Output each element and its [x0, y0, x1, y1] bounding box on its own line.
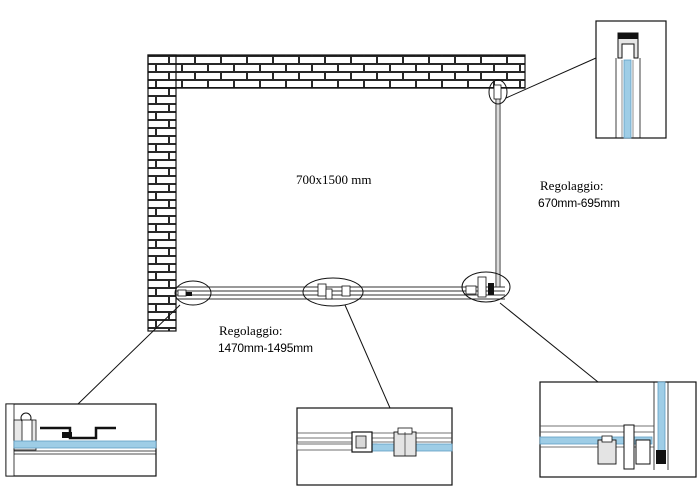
detail-box-wall-fixing — [5, 403, 157, 477]
brick-wall — [147, 54, 526, 332]
adjust-right-range: 670mm-695mm — [538, 196, 620, 210]
detail-box-wall-profile — [595, 20, 667, 139]
adjust-bottom-range: 1470mm-1495mm — [218, 341, 313, 355]
detail-marker-top-right — [488, 79, 508, 105]
adjust-right-title: Regolaggio: — [540, 178, 604, 193]
detail-marker-center — [302, 277, 364, 307]
adjust-bottom-title: Regolaggio: — [219, 323, 283, 338]
detail-marker-right — [461, 271, 511, 303]
detail-marker-left — [174, 280, 212, 306]
detail-box-sliding-joint — [296, 407, 453, 486]
enclosure-dimension-label: 700x1500 mm — [296, 172, 372, 187]
leader-lines — [77, 57, 599, 409]
front-glass-panels — [176, 286, 505, 300]
detail-box-corner — [539, 381, 697, 478]
side-glass-panel — [495, 88, 501, 287]
